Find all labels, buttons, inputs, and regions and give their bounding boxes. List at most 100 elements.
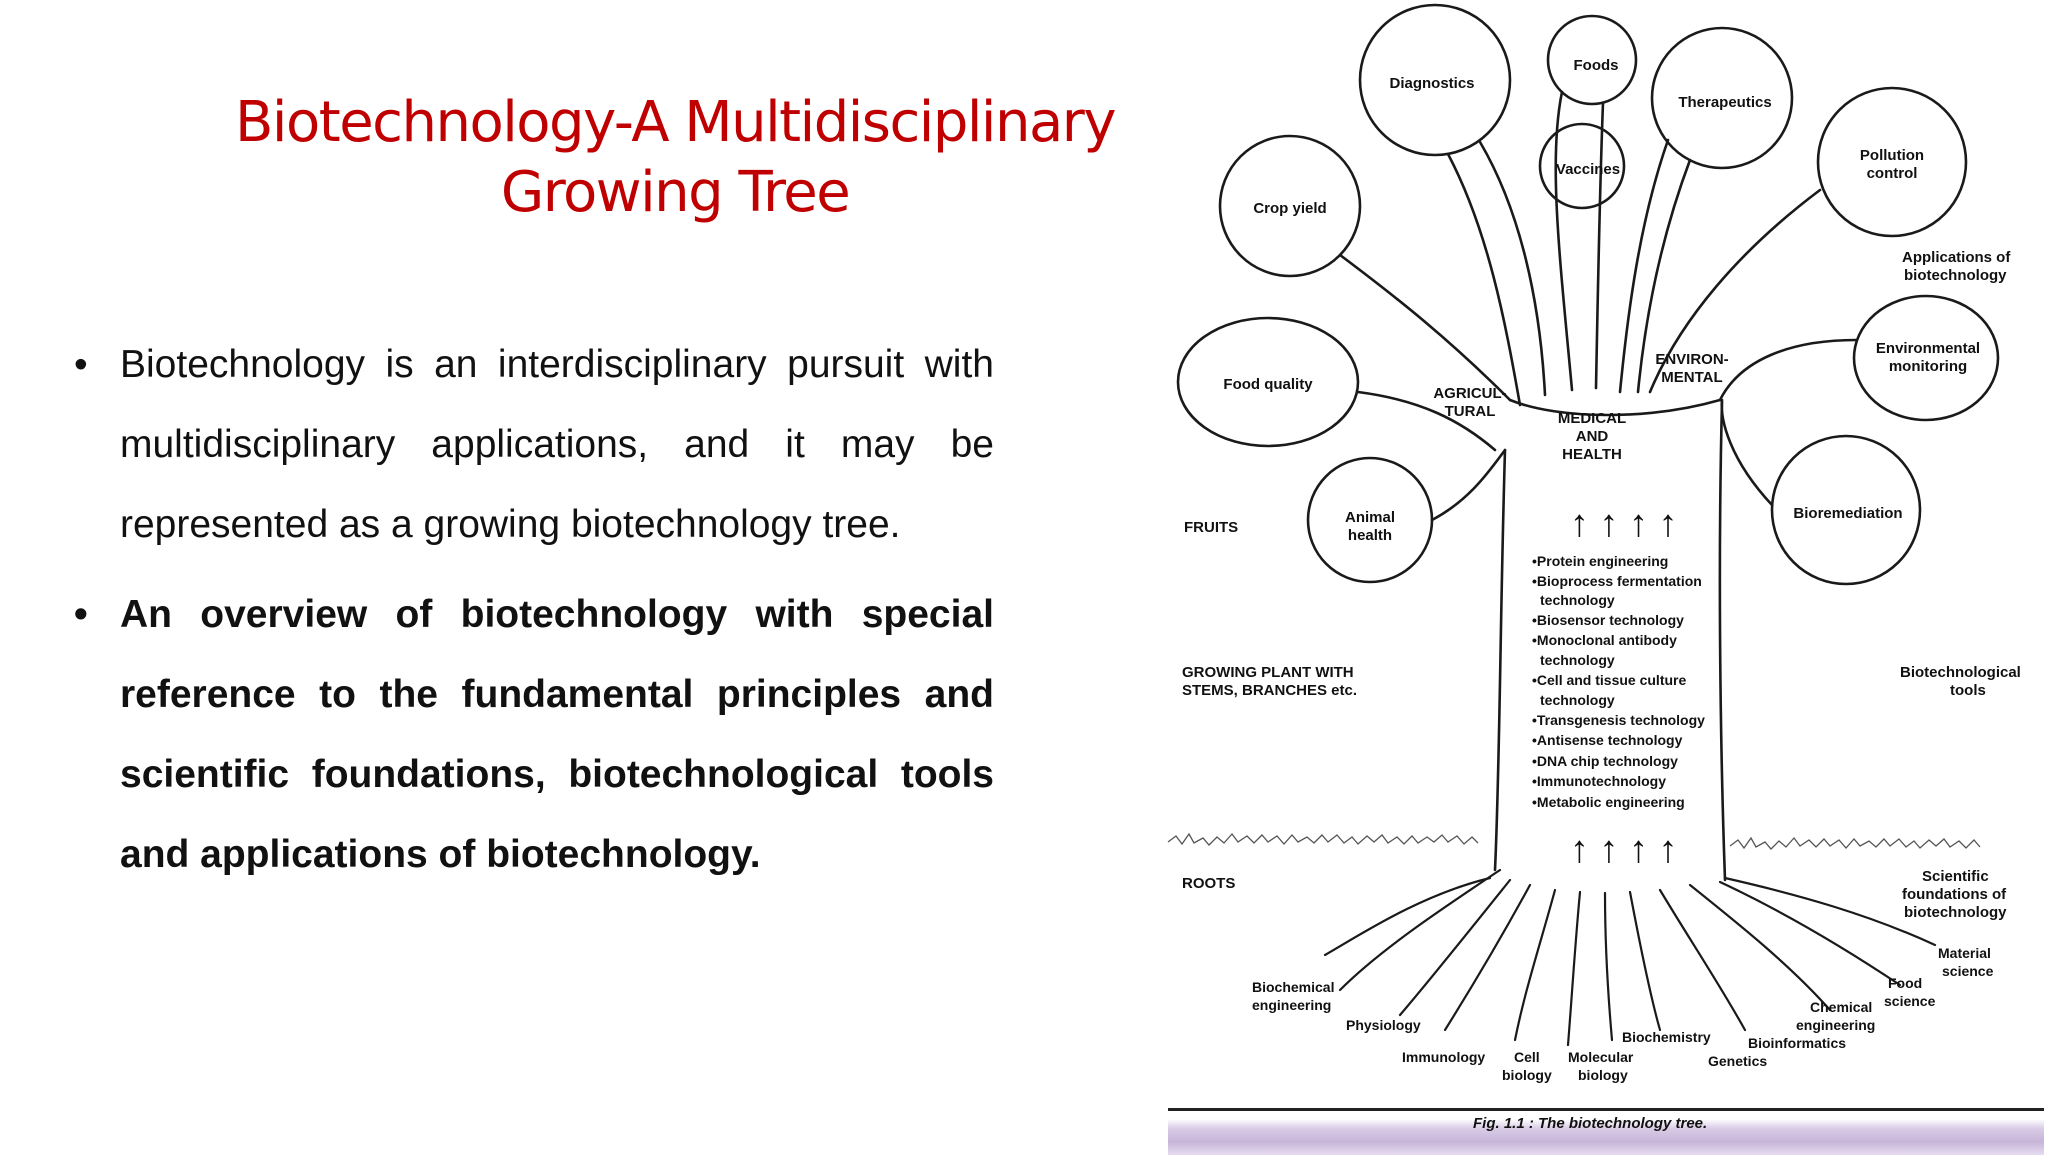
label-agricultural-2: TURAL bbox=[1445, 403, 1496, 420]
slide-title-line-1: Biotechnology-A Multidisciplinary bbox=[235, 90, 1116, 155]
tool-line-8: technology bbox=[1540, 692, 1615, 708]
stem-environmental bbox=[1718, 338, 1858, 402]
stem-therapeutics bbox=[1618, 138, 1670, 394]
branch-labels: AGRICUL- TURAL MEDICAL AND HEALTH ENVIRO… bbox=[1433, 351, 1728, 463]
bubble-foods bbox=[1546, 14, 1638, 106]
label-food-quality: Food quality bbox=[1223, 376, 1313, 393]
label-food-science-1: Food bbox=[1888, 975, 1922, 991]
label-pollution-1: Pollution bbox=[1860, 147, 1924, 164]
label-biochem-eng-2: engineering bbox=[1252, 997, 1331, 1013]
label-environmental-branch-1: ENVIRON- bbox=[1655, 351, 1728, 368]
root-3 bbox=[1443, 883, 1532, 1032]
label-growing-plant-1: GROWING PLANT WITH bbox=[1182, 664, 1354, 681]
label-environmental-2: monitoring bbox=[1889, 358, 1967, 375]
label-agricultural-1: AGRICUL- bbox=[1433, 385, 1506, 402]
bullet-item-2: • An overview of biotechnology with speci… bbox=[70, 575, 994, 895]
label-tools-1: Biotechnological bbox=[1900, 664, 2021, 681]
label-genetics: Genetics bbox=[1708, 1053, 1767, 1069]
tools-list: •Protein engineering •Bioprocess ferment… bbox=[1532, 553, 1705, 810]
label-food-science-2: science bbox=[1884, 993, 1936, 1009]
bullet-symbol: • bbox=[74, 593, 88, 636]
tool-line-12: •Immunotechnology bbox=[1532, 773, 1666, 789]
label-biochemistry: Biochemistry bbox=[1622, 1029, 1711, 1045]
slide-title: Biotechnology-A Multidisciplinary Growin… bbox=[160, 88, 1190, 228]
label-physiology: Physiology bbox=[1346, 1017, 1421, 1033]
ground-left bbox=[1167, 832, 1479, 846]
bubble-crop-yield bbox=[1218, 134, 1362, 278]
trunk-left bbox=[1493, 448, 1507, 872]
stem-crop-yield bbox=[1338, 253, 1512, 402]
label-therapeutics: Therapeutics bbox=[1678, 94, 1771, 111]
label-crop-yield: Crop yield bbox=[1253, 200, 1326, 217]
root-1 bbox=[1338, 868, 1502, 992]
tool-line-2: •Bioprocess fermentation bbox=[1532, 573, 1702, 589]
bullet-text-2: An overview of biotechnology with specia… bbox=[120, 593, 994, 876]
label-medical-1: MEDICAL bbox=[1558, 410, 1626, 427]
root-4 bbox=[1513, 888, 1557, 1042]
label-immunology: Immunology bbox=[1402, 1049, 1485, 1065]
label-cell-biology-1: Cell bbox=[1514, 1049, 1540, 1065]
bubble-therapeutics bbox=[1650, 26, 1794, 170]
label-medical-3: HEALTH bbox=[1562, 446, 1622, 463]
trunk-top bbox=[1508, 398, 1722, 417]
label-medical-2: AND bbox=[1576, 428, 1609, 445]
label-vaccines: Vaccines bbox=[1556, 161, 1620, 178]
tool-line-6: technology bbox=[1540, 652, 1615, 668]
label-growing-plant-2: STEMS, BRANCHES etc. bbox=[1182, 682, 1357, 699]
label-applications-1: Applications of bbox=[1902, 249, 2011, 266]
bullet-text-1: Biotechnology is an interdisciplinary pu… bbox=[120, 343, 994, 546]
bullet-item-1: • Biotechnology is an interdisciplinary p… bbox=[70, 325, 994, 565]
bubble-diagnostics bbox=[1358, 3, 1512, 157]
root-7 bbox=[1628, 890, 1662, 1032]
label-foods: Foods bbox=[1574, 57, 1619, 74]
label-roots: ROOTS bbox=[1182, 875, 1235, 892]
label-pollution-2: control bbox=[1867, 165, 1918, 182]
stem-therapeutics-inner bbox=[1636, 158, 1692, 394]
stem-foods bbox=[1554, 90, 1574, 392]
bullet-list: • Biotechnology is an interdisciplinary p… bbox=[70, 325, 994, 905]
tool-line-10: •Antisense technology bbox=[1532, 732, 1683, 748]
root-10 bbox=[1718, 880, 1902, 987]
label-environmental-1: Environmental bbox=[1876, 340, 1980, 357]
stem-foods-inner bbox=[1594, 101, 1605, 390]
stem-food-quality bbox=[1356, 390, 1497, 452]
bubble-food-quality bbox=[1176, 316, 1360, 448]
label-bioremediation: Bioremediation bbox=[1793, 505, 1902, 522]
ground-line bbox=[1167, 832, 1981, 850]
tool-line-5: •Monoclonal antibody bbox=[1532, 632, 1677, 648]
stem-diagnostics bbox=[1478, 140, 1547, 397]
arrows-upper: ↑ ↑ ↑ ↑ bbox=[1570, 503, 1678, 545]
bubble-environmental-monitoring bbox=[1852, 294, 2000, 422]
label-scientific-1: Scientific bbox=[1922, 868, 1989, 885]
label-scientific-3: biotechnology bbox=[1904, 904, 2007, 921]
root-labels: Biochemical engineering Physiology Immun… bbox=[1252, 945, 1994, 1083]
root-8 bbox=[1658, 888, 1747, 1032]
arrows-lower: ↑ ↑ ↑ ↑ bbox=[1570, 829, 1678, 871]
bullet-symbol: • bbox=[74, 343, 88, 386]
label-diagnostics: Diagnostics bbox=[1389, 75, 1474, 92]
tool-line-11: •DNA chip technology bbox=[1532, 753, 1678, 769]
label-material-science-2: science bbox=[1942, 963, 1994, 979]
label-material-science-1: Material bbox=[1938, 945, 1991, 961]
stem-diagnostics-inner bbox=[1446, 152, 1522, 407]
label-animal-health-1: Animal bbox=[1345, 509, 1395, 526]
label-chemical-eng-1: Chemical bbox=[1810, 999, 1872, 1015]
stem-pollution bbox=[1648, 188, 1822, 394]
label-tools-2: tools bbox=[1950, 682, 1986, 699]
label-cell-biology-2: biology bbox=[1502, 1067, 1552, 1083]
tool-line-4: •Biosensor technology bbox=[1532, 612, 1684, 628]
label-molecular-biology-2: biology bbox=[1578, 1067, 1628, 1083]
tree-outline bbox=[1176, 3, 2000, 882]
label-chemical-eng-2: engineering bbox=[1796, 1017, 1875, 1033]
label-bioinformatics: Bioinformatics bbox=[1748, 1035, 1846, 1051]
root-2 bbox=[1398, 878, 1512, 1017]
side-labels: Applications of biotechnology FRUITS GRO… bbox=[1182, 249, 2021, 921]
label-animal-health-2: health bbox=[1348, 527, 1392, 544]
stem-animal-health bbox=[1430, 448, 1507, 522]
root-11 bbox=[1723, 876, 1937, 947]
ground-right bbox=[1729, 836, 1981, 850]
label-scientific-2: foundations of bbox=[1902, 886, 2007, 903]
label-fruits: FRUITS bbox=[1184, 519, 1238, 536]
biotechnology-tree-diagram: ↑ ↑ ↑ ↑ ↑ ↑ ↑ ↑ Diagnostics Foods Therap… bbox=[1167, 3, 2021, 1083]
bubble-vaccines bbox=[1538, 122, 1626, 210]
